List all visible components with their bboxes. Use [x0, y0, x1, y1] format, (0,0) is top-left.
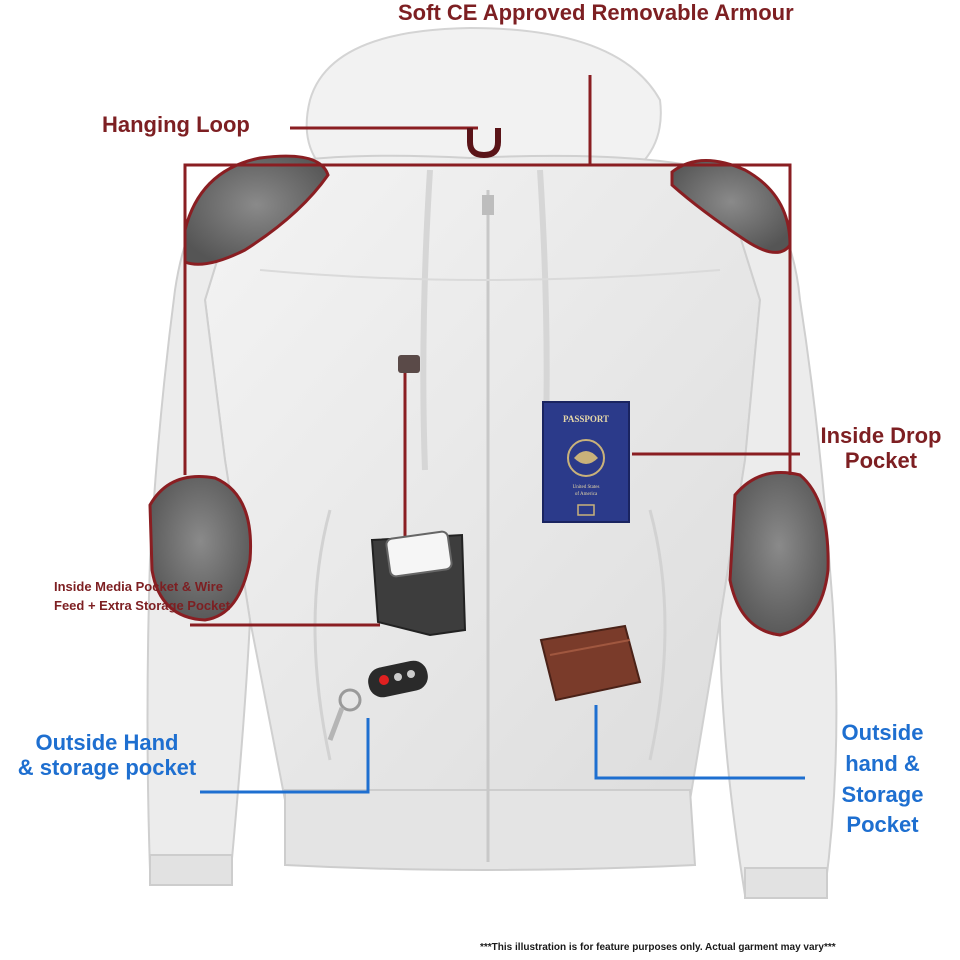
label-outside-right-line4: Pocket [846, 812, 919, 838]
outside-right-leader [594, 705, 805, 780]
red-callout-lines [183, 75, 800, 627]
media-pocket [370, 530, 467, 637]
elbow-armour-left [148, 475, 253, 622]
label-outside-right-line1: Outside [841, 720, 924, 745]
armour-frame [183, 163, 792, 475]
label-armour: Soft CE Approved Removable Armour [398, 0, 794, 25]
label-outside-right-line2: hand & [845, 750, 920, 776]
wallet-icon [539, 624, 642, 702]
hanging-loop-icon [467, 128, 501, 159]
label-inside-drop-line2: Pocket [844, 448, 918, 474]
elbow-armour-right [728, 471, 830, 637]
label-outside-hand-right: Outside hand & Storage Pocket [820, 718, 945, 841]
passport-icon [542, 401, 630, 523]
passport-subtitle-1: United States [573, 485, 600, 490]
blue-callout-lines [200, 705, 805, 794]
smartphone-icon [385, 530, 453, 578]
hoodie-jacket [146, 26, 838, 899]
shoulder-armour-left [183, 154, 330, 266]
car-key-icon [327, 660, 428, 741]
label-media-line2: Feed + Extra Storage Pocket [54, 597, 230, 613]
label-media-line1: Inside Media Pocket & Wire [54, 579, 223, 594]
passport-subtitle-2: of America [575, 492, 598, 497]
label-outside-hand-left: Outside Hand & storage pocket [2, 730, 212, 781]
label-media-pocket: Inside Media Pocket & Wire Feed + Extra … [54, 578, 230, 616]
passport-title: PASSPORT [563, 414, 609, 424]
outside-left-leader [200, 718, 370, 794]
label-inside-drop-line1: Inside Drop [820, 423, 942, 448]
label-outside-right-line3: Storage [841, 781, 924, 807]
label-hanging-loop: Hanging Loop [102, 112, 250, 137]
label-inside-drop-pocket: Inside Drop Pocket [806, 423, 956, 474]
disclaimer-text: ***This illustration is for feature purp… [480, 942, 836, 953]
label-outside-left-line1: Outside Hand [35, 730, 179, 755]
wire-port-icon [398, 355, 420, 373]
label-outside-left-line2: & storage pocket [17, 755, 197, 781]
